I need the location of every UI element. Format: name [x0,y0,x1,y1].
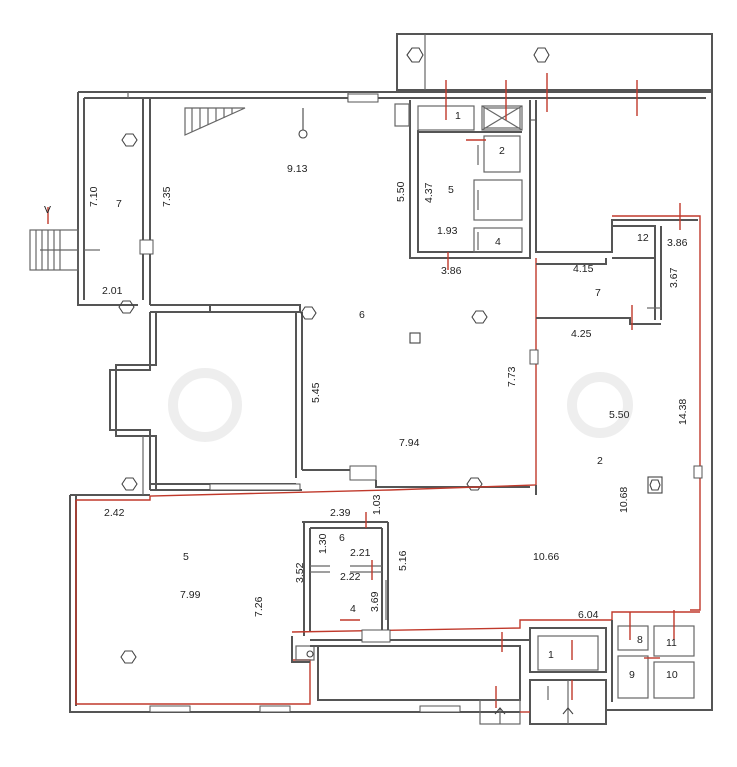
right-area [389,73,703,611]
entrance-marker: V [44,204,51,216]
dimension-labels: 2.01 9.13 1.93 3.86 3.86 4.15 4.25 7.94 … [102,163,688,621]
room-label-6-small: 6 [339,532,345,544]
dim-1-03: 1.03 [371,494,383,515]
dim-7-94: 7.94 [399,437,420,449]
room-label-8: 8 [637,634,643,646]
room-7-left [84,98,154,314]
room-label-4-bottom: 4 [350,603,356,615]
dim-3-52: 3.52 [294,562,306,583]
room-6-main [109,107,530,495]
dim-7-99: 7.99 [180,589,201,601]
room-labels: 7 1 2 5 4 6 12 7 2 5 6 4 1 8 9 10 11 [116,110,678,681]
dimension-labels-vertical: 7.10 7.35 5.50 4.37 3.67 5.45 7.73 14.38… [88,181,689,617]
hexagon-light-icon [120,650,137,664]
dim-4-15: 4.15 [573,263,594,275]
room-label-5-bottom: 5 [183,551,189,563]
dim-5-45: 5.45 [310,382,322,403]
room-label-12: 12 [637,232,649,244]
hexagon-light-icon [406,47,424,63]
dim-2-39: 2.39 [330,507,351,519]
column-icon [647,476,663,494]
dim-7-35: 7.35 [161,186,173,207]
entrance-stairs [29,207,79,271]
dim-6-04: 6.04 [578,609,599,621]
watermark-logo [168,368,633,442]
outer-walls [69,91,713,713]
dim-4-25: 4.25 [571,328,592,340]
dim-10-66: 10.66 [533,551,559,563]
room-label-1-top: 1 [455,110,461,122]
dim-7-73: 7.73 [506,366,518,387]
room-label-1-bottom: 1 [548,649,554,661]
dim-10-68: 10.68 [618,487,630,513]
dim-3-69: 3.69 [369,591,381,612]
dim-9-13: 9.13 [287,163,308,175]
bottom-corridor [291,611,700,725]
dim-3-86-top: 3.86 [441,265,462,277]
room-label-11: 11 [666,637,677,649]
hexagon-light-icon [533,47,550,63]
column-icon [409,332,421,344]
hexagon-light-icon [121,477,138,491]
dim-2-21: 2.21 [350,547,371,559]
room-label-10: 10 [666,669,678,681]
bathroom-block [394,80,536,270]
top-annex [396,33,713,91]
small-rooms-6-4 [302,512,389,636]
hexagon-light-icon [121,133,138,147]
dim-7-10: 7.10 [88,186,100,207]
hexagon-light-icon [466,477,483,491]
room-label-2-top: 2 [499,145,505,157]
dim-3-67: 3.67 [668,267,680,288]
dim-5-16: 5.16 [397,550,409,571]
dim-2-01: 2.01 [102,285,123,297]
hexagon-light-icon [471,310,488,324]
room-label-6-main: 6 [359,309,365,321]
room-label-4-top: 4 [495,236,501,248]
dim-2-42: 2.42 [104,507,125,519]
hexagon-light-icon [118,300,135,314]
room-label-5-top: 5 [448,184,454,196]
bottom-right-cluster [520,610,695,725]
dim-14-38: 14.38 [677,399,689,425]
dim-2-22: 2.22 [340,571,361,583]
dim-7-26: 7.26 [253,596,265,617]
dim-4-37: 4.37 [423,182,435,203]
room-label-7-right: 7 [595,287,601,299]
dim-5-50-right: 5.50 [609,409,630,421]
dim-3-86-right: 3.86 [667,237,688,249]
room-label-2-right: 2 [597,455,603,467]
dim-1-30: 1.30 [317,533,329,554]
hexagon-light-icon [649,479,661,491]
room-label-7-left: 7 [116,198,122,210]
pendant-light-icon [298,129,308,139]
hexagon-light-icon [300,306,317,320]
room-label-9: 9 [629,669,635,681]
dim-5-50-top: 5.50 [395,181,407,202]
dim-1-93: 1.93 [437,225,458,237]
